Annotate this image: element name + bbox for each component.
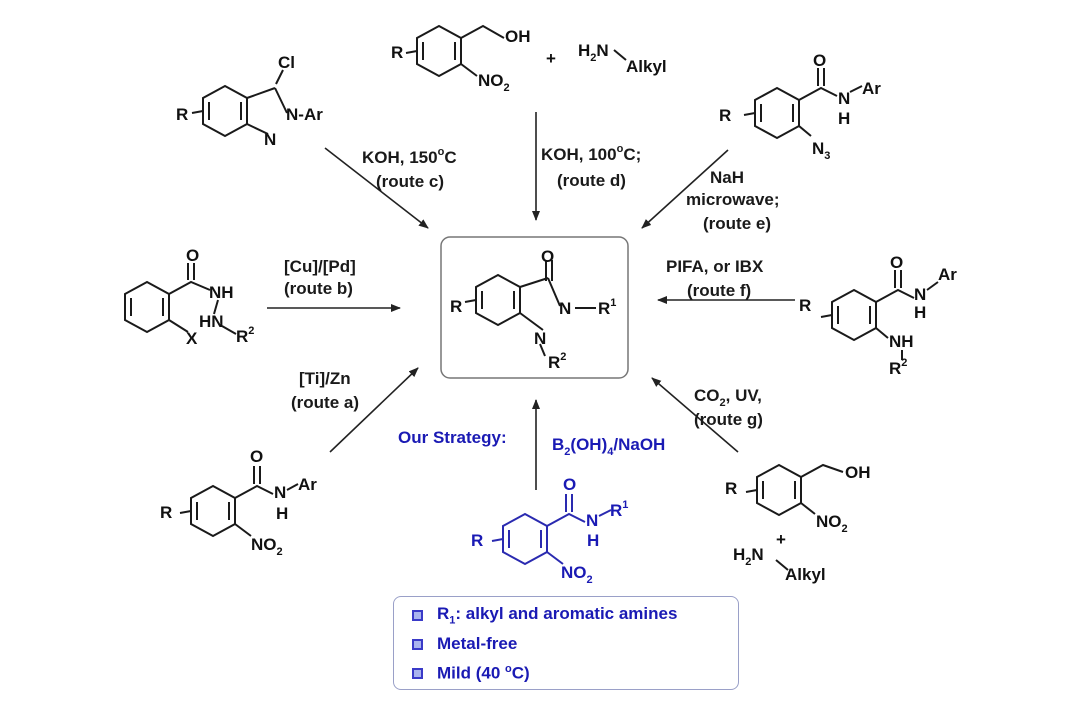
route-g-plus: + — [776, 530, 786, 549]
route-f-nh: NH — [889, 332, 914, 351]
route-g-oh: OH — [845, 463, 871, 482]
route-e-n3: N3 — [812, 139, 830, 162]
route-f-h: H — [914, 303, 926, 322]
route-f-ar: Ar — [938, 265, 957, 284]
square-bullet-icon — [412, 667, 423, 679]
route-e-arrow — [641, 149, 729, 229]
strategy-features-box: R1: alkyl and aromatic amines Metal-free… — [393, 596, 739, 690]
route-a-no2: NO2 — [251, 535, 283, 558]
route-d-r: R — [391, 43, 403, 62]
route-e-r: R — [719, 106, 731, 125]
route-a-label: (route a) — [291, 393, 359, 412]
route-e-o: O — [813, 51, 826, 70]
route-d-oh: OH — [505, 27, 531, 46]
route-e-substrate: O N Ar H R N3 — [719, 51, 881, 162]
route-d-no2: NO2 — [478, 71, 510, 94]
route-c-r: R — [176, 105, 188, 124]
route-g-arrow — [651, 377, 739, 453]
product-n2-label: N — [559, 299, 571, 318]
route-b-o: O — [186, 246, 199, 265]
route-c-n: N — [264, 130, 276, 149]
route-f-label: (route f) — [687, 281, 751, 300]
square-bullet-icon — [412, 638, 423, 650]
route-f-conditions: PIFA, or IBX — [666, 257, 764, 276]
route-f-r2: R2 — [889, 357, 907, 378]
route-g-no2: NO2 — [816, 512, 848, 535]
strategy-h: H — [587, 531, 599, 550]
route-a-arrow — [329, 367, 419, 453]
route-e-n: N — [838, 89, 850, 108]
route-c-n-ar: N-Ar — [286, 105, 323, 124]
product-r2-label: R2 — [548, 351, 566, 372]
feature-text: R1: alkyl and aromatic amines — [437, 603, 678, 627]
route-b-substrate: O NH HN R2 X — [124, 246, 254, 348]
route-b-nh: NH — [209, 283, 234, 302]
route-d-conditions: KOH, 100oC; — [541, 143, 641, 164]
route-c-arrow — [324, 147, 429, 229]
route-f-o: O — [890, 253, 903, 272]
route-d-amine: H2N — [578, 41, 609, 64]
route-g-conditions: CO2, UV, — [694, 386, 762, 409]
strategy-r1: R1 — [610, 499, 628, 520]
strategy-o: O — [563, 475, 576, 494]
route-a-h: H — [276, 504, 288, 523]
strategy-reagent: B2(OH)4/NaOH — [552, 435, 665, 458]
route-g-label: (route g) — [694, 410, 763, 429]
route-c-cl: Cl — [278, 53, 295, 72]
route-d-substrate: OH R NO2 + H2N Alkyl — [391, 24, 667, 94]
route-d-alkyl: Alkyl — [626, 57, 667, 76]
route-b-hn: HN — [199, 312, 224, 331]
product-n1-label: N — [534, 329, 546, 348]
route-g-r: R — [725, 479, 737, 498]
strategy-label: Our Strategy: — [398, 428, 507, 447]
route-a-r: R — [160, 503, 172, 522]
route-g-substrate: OH R NO2 + H2N Alkyl — [725, 463, 871, 584]
route-g-alkyl: Alkyl — [785, 565, 826, 584]
route-e-conditions-2: microwave; — [686, 190, 780, 209]
feature-item-amines: R1: alkyl and aromatic amines — [412, 602, 677, 628]
square-bullet-icon — [412, 609, 423, 621]
strategy-r: R — [471, 531, 483, 550]
route-c-conditions: KOH, 150oC — [362, 146, 457, 167]
route-f-n: N — [914, 285, 926, 304]
route-e-conditions-1: NaH — [710, 168, 744, 187]
route-b-x: X — [186, 329, 198, 348]
feature-item-metal-free: Metal-free — [412, 631, 517, 657]
route-c-substrate: Cl R N-Ar N — [176, 53, 323, 149]
route-b-r2: R2 — [236, 325, 254, 346]
product-r1-label: R1 — [598, 297, 616, 318]
route-b-conditions: [Cu]/[Pd] — [284, 257, 356, 276]
center-product: R O N N R1 R2 — [440, 236, 629, 379]
feature-item-mild: Mild (40 oC) — [412, 660, 530, 686]
route-a-ar: Ar — [298, 475, 317, 494]
strategy-n: N — [586, 511, 598, 530]
route-e-ar: Ar — [862, 79, 881, 98]
route-f-r: R — [799, 296, 811, 315]
feature-text: Metal-free — [437, 634, 518, 653]
route-f-substrate: O N Ar H R NH R2 — [799, 253, 957, 378]
strategy-substrate: O N R1 H R NO2 — [471, 475, 628, 586]
route-b-label: (route b) — [284, 279, 353, 298]
route-d-label: (route d) — [557, 171, 626, 190]
route-g-amine: H2N — [733, 545, 764, 568]
product-r-label: R — [450, 297, 462, 316]
product-bonds — [464, 260, 596, 357]
route-a-substrate: O N Ar H R NO2 — [160, 447, 317, 558]
route-d-plus: + — [546, 49, 556, 68]
route-a-conditions: [Ti]/Zn — [299, 369, 351, 388]
route-c-label: (route c) — [376, 172, 444, 191]
product-frame — [440, 236, 629, 379]
route-a-o: O — [250, 447, 263, 466]
feature-text: Mild (40 oC) — [437, 662, 530, 683]
route-e-label: (route e) — [703, 214, 771, 233]
route-a-n: N — [274, 483, 286, 502]
strategy-no2: NO2 — [561, 563, 593, 586]
product-o-label: O — [541, 247, 554, 266]
route-e-h: H — [838, 109, 850, 128]
